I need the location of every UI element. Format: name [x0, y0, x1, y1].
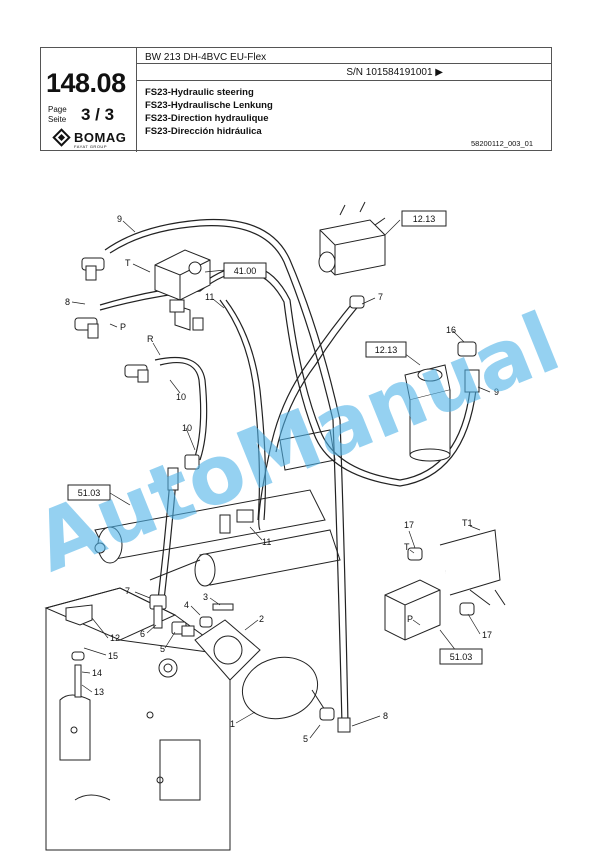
title-en: FS23-Hydraulic steering — [145, 87, 254, 98]
item-8: 8 — [65, 297, 70, 307]
page-label: Page Seite — [48, 105, 67, 125]
serial-number: S/N 101584191001 ▶ — [346, 67, 443, 78]
item-7: 7 — [378, 292, 383, 302]
page-block: 148.08 Page Seite 3 / 3 BOMAG FAYAT GROU… — [41, 48, 137, 152]
steering-cylinder — [94, 429, 341, 587]
item-3: 3 — [203, 592, 208, 602]
logo-text: BOMAG — [74, 130, 127, 145]
title-de: FS23-Hydraulische Lenkung — [145, 100, 273, 111]
item-11: 11 — [262, 537, 271, 547]
item-17: 17 — [482, 630, 492, 640]
item-6: 6 — [140, 629, 145, 639]
ref-label: 51.03 — [450, 652, 473, 662]
item-9: 9 — [117, 214, 122, 224]
port-t1: T1 — [462, 518, 473, 528]
port-t: T — [404, 542, 410, 552]
port-t: T — [125, 258, 131, 268]
pressure-filter — [404, 364, 451, 462]
section-titles: FS23-Hydraulic steering FS23-Hydraulisch… — [145, 86, 273, 138]
drawing-number: 58200112_003_01 — [470, 139, 533, 148]
page-number: 148.08 — [46, 68, 126, 98]
page-fraction: 3 / 3 — [81, 105, 115, 124]
ref-label: 12.13 — [413, 214, 436, 224]
item-11: 11 — [205, 292, 214, 302]
ref-box-41-00[interactable]: 41.00 — [223, 262, 267, 279]
item-10: 10 — [182, 423, 192, 433]
leader-lines — [71, 219, 491, 739]
item-12: 12 — [110, 633, 120, 643]
ref-box-12-13-top[interactable]: 12.13 — [401, 210, 447, 227]
item-13: 13 — [94, 687, 104, 697]
logo-subtitle: FAYAT GROUP — [74, 144, 107, 149]
title-fr: FS23-Direction hydraulique — [145, 113, 269, 124]
title-block: 148.08 Page Seite 3 / 3 BOMAG FAYAT GROU… — [40, 47, 552, 152]
fittings — [65, 257, 480, 733]
item-17: 17 — [404, 520, 414, 530]
item-7: 7 — [125, 586, 130, 596]
ref-box-51-03-valve[interactable]: 51.03 — [439, 648, 483, 665]
port-r: R — [147, 334, 154, 344]
port-p: P — [407, 614, 413, 624]
item-2: 2 — [259, 614, 264, 624]
bomag-logo: BOMAG — [52, 128, 127, 147]
item-14: 14 — [92, 668, 102, 678]
item-9: 9 — [494, 387, 499, 397]
port-p: P — [120, 322, 126, 332]
item-5: 5 — [160, 644, 165, 654]
item-labels: 9 T 8 P 11 R 10 10 7 16 9 11 7 3 4 2 6 5… — [65, 214, 499, 744]
accumulator — [194, 619, 326, 720]
page-label-en: Page — [48, 105, 67, 114]
ref-label: 41.00 — [234, 266, 257, 276]
ref-box-51-03-cylinder[interactable]: 51.03 — [67, 484, 111, 501]
page-label-de: Seite — [48, 115, 67, 124]
item-1: 1 — [230, 719, 235, 729]
ref-box-12-13-filter[interactable]: 12.13 — [365, 341, 407, 358]
item-10: 10 — [176, 392, 186, 402]
title-es: FS23-Dirección hidráulica — [145, 126, 262, 137]
model-name: BW 213 DH-4BVC EU-Flex — [145, 52, 267, 63]
item-15: 15 — [108, 651, 118, 661]
valve-block — [384, 529, 506, 641]
item-5: 5 — [303, 734, 308, 744]
header-divider — [137, 63, 551, 64]
item-4: 4 — [184, 600, 189, 610]
item-16: 16 — [446, 325, 456, 335]
ref-label: 51.03 — [78, 488, 101, 498]
item-8: 8 — [383, 711, 388, 721]
header-divider — [137, 80, 551, 81]
ref-label: 12.13 — [375, 345, 398, 355]
steering-unit — [318, 201, 386, 276]
